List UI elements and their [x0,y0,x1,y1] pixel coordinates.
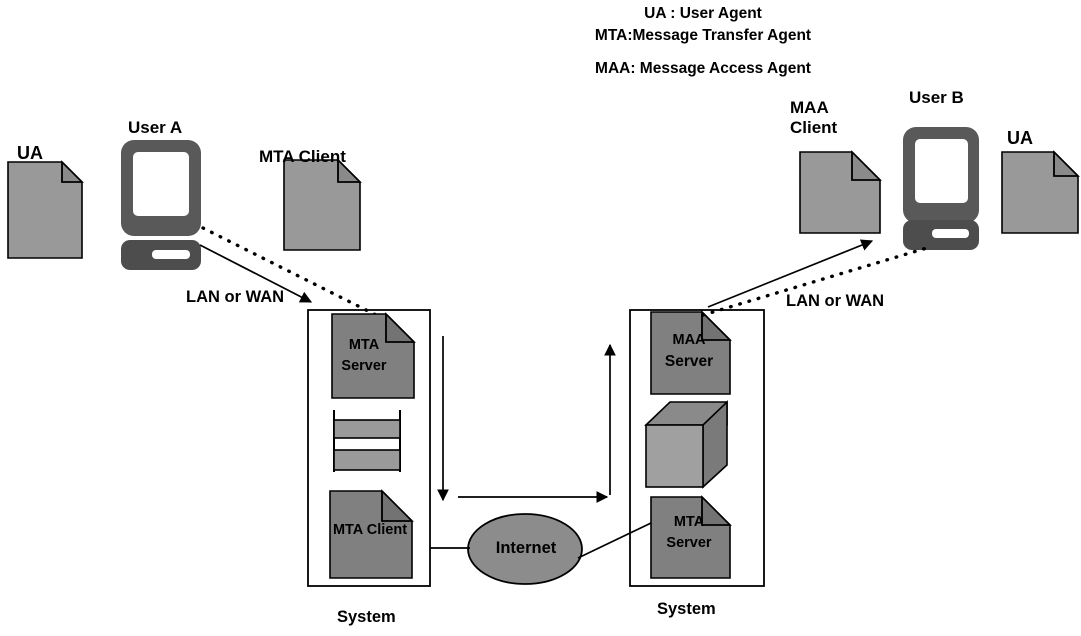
left-mta-server-document [331,312,416,399]
user-a-label: User A [128,118,183,137]
lan-or-wan-label-right: LAN or WAN [786,292,885,310]
system-label-left: System [337,608,396,626]
mta-client-document-outside [283,158,362,251]
right-maa-server-line1: MAA [672,332,706,348]
left-mta-client-label: MTA Client [332,522,408,538]
maa-client-document [799,150,882,234]
right-mta-server-line2: Server [666,535,712,551]
right-mta-server-document [650,495,732,579]
right-mta-server-line1: MTA [673,514,705,530]
left-mail-queue [333,410,401,472]
left-system-box [307,309,431,587]
left-mta-server-line2: Server [341,358,387,374]
dotted-link-maa-server-to-user-b [701,245,932,317]
user-b-computer [903,127,979,250]
ua-document-left [7,160,84,259]
legend-line-3: MAA: Message Access Agent [595,60,811,77]
right-maa-server-document [650,310,732,395]
ua-label-left: UA [17,143,43,163]
maa-client-label: MAA Client [790,98,838,138]
legend-line-1: UA : User Agent [644,5,762,22]
arrow-right-system-to-user-b [707,239,874,308]
system-label-right: System [657,600,716,618]
right-system-box [629,309,765,587]
right-maa-server-line2: Server [664,353,714,370]
dotted-link-user-a-to-mta-server [201,226,380,318]
ua-label-right: UA [1007,128,1033,148]
internet-label: Internet [495,539,557,557]
user-a-computer [121,140,201,270]
user-b-label: User B [909,88,964,107]
ua-document-right [1001,150,1080,234]
mta-client-label-outside: MTA Client [259,147,346,166]
mailbox-cube [644,400,728,489]
legend-line-2: MTA:Message Transfer Agent [594,27,812,44]
lan-or-wan-label-left: LAN or WAN [186,288,285,306]
left-mta-server-line1: MTA [348,337,380,353]
arrow-user-a-to-system [199,244,313,303]
internet-cloud [467,513,583,585]
left-mta-client-document [329,489,414,579]
